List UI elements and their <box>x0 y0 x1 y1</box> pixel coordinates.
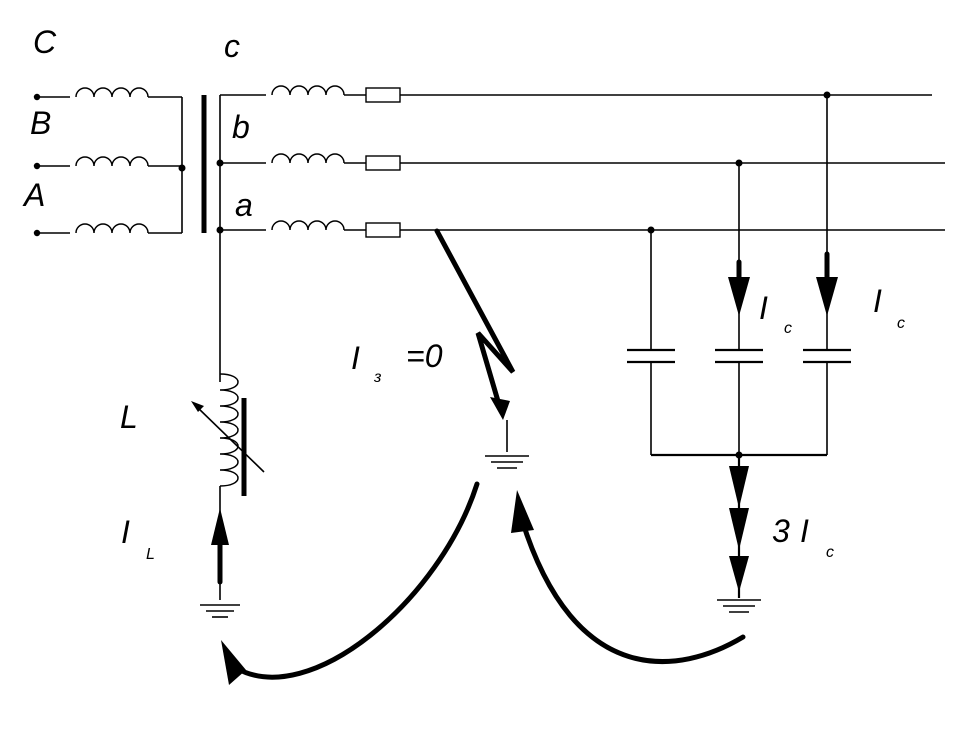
label-source-a: A <box>22 177 45 213</box>
fuse-a <box>365 222 401 238</box>
capacitor-bank <box>627 91 851 613</box>
label-cap-current-1-sub: c <box>784 320 792 337</box>
label-phase-a: a <box>235 187 253 223</box>
fuse-c <box>365 87 401 103</box>
label-cap-current-2: I <box>873 283 882 319</box>
return-currents <box>221 481 746 685</box>
label-source-b: B <box>30 105 51 141</box>
label-source-c: C <box>33 24 57 60</box>
label-total-current: I <box>800 513 809 549</box>
secondary-windings <box>216 85 945 352</box>
label-total-current-sub: c <box>826 544 834 561</box>
label-fault-current-sub: з <box>373 369 381 386</box>
label-cap-current-1: I <box>759 290 768 326</box>
fault-path <box>434 228 529 469</box>
label-inductor-current: I <box>121 514 130 550</box>
label-inductor: L <box>120 399 138 435</box>
label-phase-c: c <box>224 28 240 64</box>
label-cap-current-2-sub: c <box>897 315 905 332</box>
label-total-prefix: 3 <box>772 513 790 549</box>
primary-windings <box>33 87 186 237</box>
label-fault-value: =0 <box>406 338 443 374</box>
fuse-b <box>365 155 401 171</box>
label-phase-b: b <box>232 109 250 145</box>
label-inductor-current-sub: L <box>146 546 155 563</box>
label-fault-current: I <box>351 340 360 376</box>
arc-suppression-coil <box>191 352 265 618</box>
